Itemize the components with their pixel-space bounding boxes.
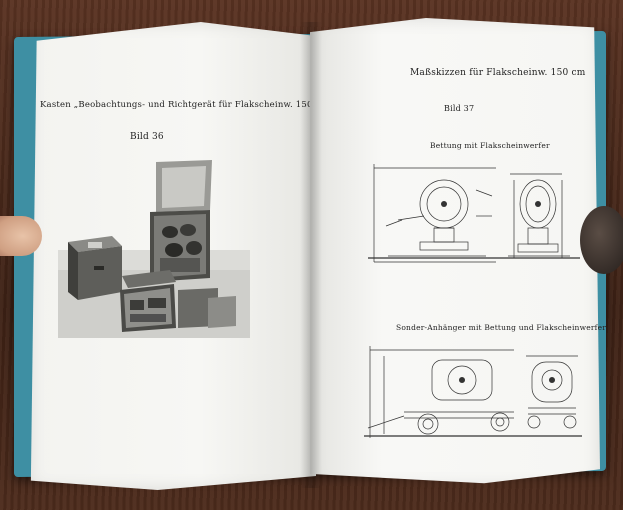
open-case-tall xyxy=(150,160,212,282)
equipment-cases-photo xyxy=(58,160,250,338)
drawing1-caption: Bettung mit Flakscheinwerfer xyxy=(430,141,550,150)
left-figure-label: Bild 36 xyxy=(130,132,164,142)
searchlight-platform-drawing xyxy=(368,164,580,263)
left-page-heading: Kasten „Beobachtungs- und Richtgerät für… xyxy=(40,100,334,110)
drawing2-caption: Sonder-Anhänger mit Bettung und Flaksche… xyxy=(396,323,607,332)
holding-finger xyxy=(0,216,42,256)
right-page-heading: Maßskizzen für Flakscheinw. 150 cm xyxy=(410,68,586,78)
page-weight-clip xyxy=(580,206,623,274)
open-case-low xyxy=(120,270,176,332)
trailer-searchlight-drawing xyxy=(364,346,582,438)
closed-case xyxy=(68,236,122,300)
right-figure-label: Bild 37 xyxy=(444,104,475,113)
right-page xyxy=(310,18,600,484)
book-gutter xyxy=(300,22,322,488)
